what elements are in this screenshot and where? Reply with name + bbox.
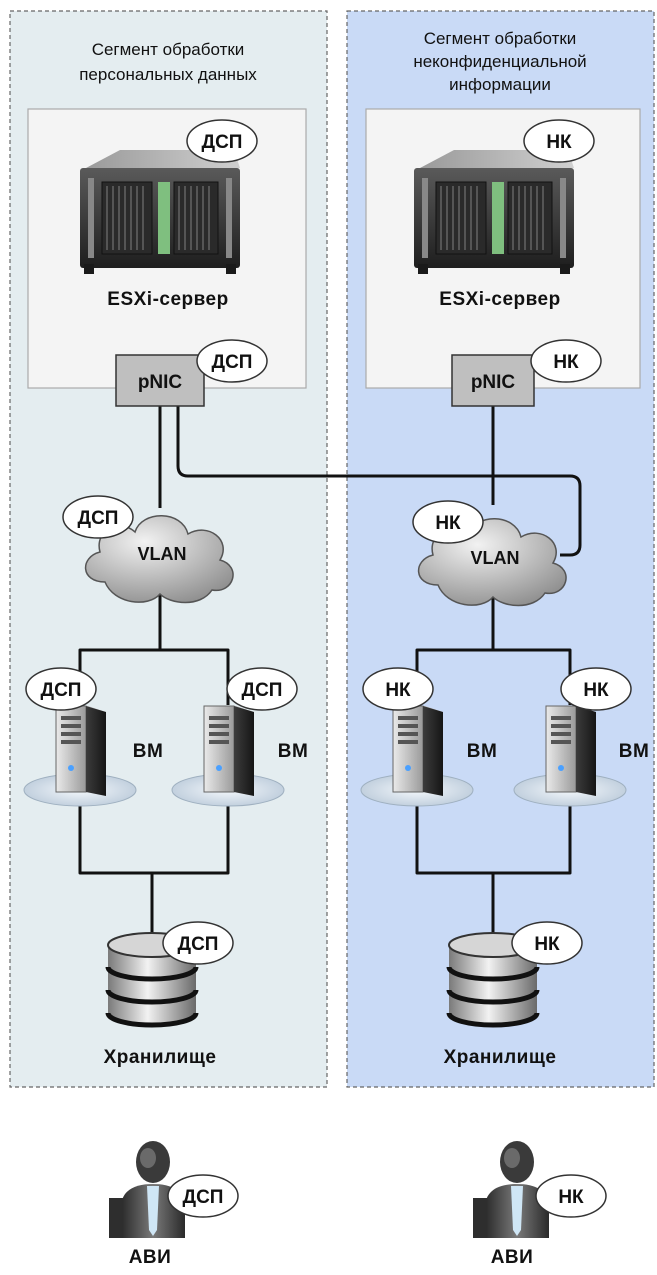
left-vm1-badge-text: ДСП bbox=[41, 680, 82, 701]
right-storage-badge: НК bbox=[511, 921, 583, 965]
left-server-badge-text: ДСП bbox=[202, 132, 243, 153]
left-vm2-badge: ДСП bbox=[226, 667, 298, 711]
left-pnic-badge-text: ДСП bbox=[212, 352, 253, 373]
left-user-badge-text: ДСП bbox=[183, 1187, 224, 1208]
right-segment-title-line2: неконфиденциальной bbox=[413, 52, 586, 71]
left-pnic-badge: ДСП bbox=[196, 339, 268, 383]
right-vlan-label: VLAN bbox=[471, 548, 520, 568]
left-storage-badge: ДСП bbox=[162, 921, 234, 965]
left-segment-title-line1: Сегмент обработки bbox=[92, 40, 245, 59]
right-vlan-badge: НК bbox=[412, 500, 484, 544]
right-storage-label: Хранилище bbox=[444, 1047, 557, 1068]
left-vm2-label: ВМ bbox=[278, 741, 309, 762]
right-vm2-label: ВМ bbox=[619, 741, 650, 762]
right-user-badge-text: НК bbox=[558, 1187, 584, 1208]
right-storage-badge-text: НК bbox=[534, 934, 560, 955]
right-vlan-badge-text: НК bbox=[435, 513, 461, 534]
right-server-badge: НК bbox=[523, 119, 595, 163]
left-server-badge: ДСП bbox=[186, 119, 258, 163]
right-esxi-label: ESXi-сервер bbox=[439, 289, 560, 310]
left-storage-badge-text: ДСП bbox=[178, 934, 219, 955]
right-vm1-badge-text: НК bbox=[385, 680, 411, 701]
left-vlan-label: VLAN bbox=[138, 544, 187, 564]
left-user-label: АВИ bbox=[129, 1247, 172, 1268]
right-pnic: pNIC bbox=[451, 354, 535, 407]
left-storage-label: Хранилище bbox=[104, 1047, 217, 1068]
right-pnic-label: pNIC bbox=[471, 372, 516, 393]
right-vm2-badge-text: НК bbox=[583, 680, 609, 701]
left-vlan-badge: ДСП bbox=[62, 495, 134, 539]
right-esxi-server-icon bbox=[413, 149, 575, 275]
right-vm1-badge: НК bbox=[362, 667, 434, 711]
right-user-label: АВИ bbox=[491, 1247, 534, 1268]
right-user-badge: НК bbox=[535, 1174, 607, 1218]
right-vm2-badge: НК bbox=[560, 667, 632, 711]
left-esxi-label: ESXi-сервер bbox=[107, 289, 228, 310]
right-pnic-badge: НК bbox=[530, 339, 602, 383]
left-esxi-server-icon bbox=[79, 149, 241, 275]
left-vm1-label: ВМ bbox=[133, 741, 164, 762]
right-segment-title-line1: Сегмент обработки bbox=[424, 29, 577, 48]
left-pnic-label: pNIC bbox=[138, 372, 183, 393]
left-segment-title-line2: персональных данных bbox=[79, 65, 257, 84]
right-vm1-label: ВМ bbox=[467, 741, 498, 762]
left-pnic: pNIC bbox=[115, 354, 205, 407]
right-server-badge-text: НК bbox=[546, 132, 572, 153]
left-vm2-badge-text: ДСП bbox=[242, 680, 283, 701]
left-vlan-badge-text: ДСП bbox=[78, 508, 119, 529]
left-user-badge: ДСП bbox=[167, 1174, 239, 1218]
right-segment-title-line3: информации bbox=[449, 75, 551, 94]
right-pnic-badge-text: НК bbox=[553, 352, 579, 373]
left-vm1-badge: ДСП bbox=[25, 667, 97, 711]
